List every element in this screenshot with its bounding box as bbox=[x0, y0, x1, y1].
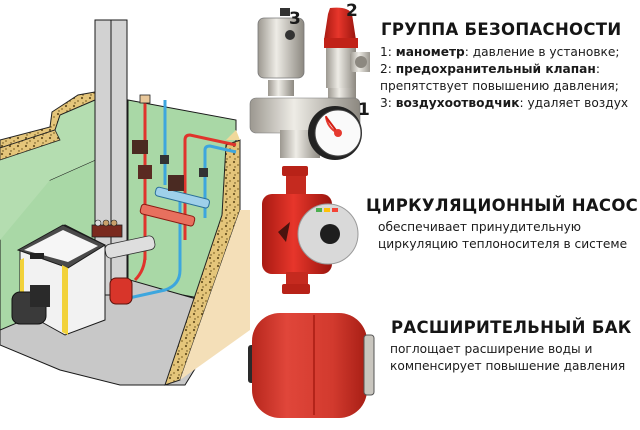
pump-desc-line: циркуляцию теплоносителя в системе bbox=[378, 237, 628, 251]
pump-description: обеспечивает принудительную циркуляцию т… bbox=[378, 219, 638, 253]
expansion-tank-description: поглощает расширение воды и компенсирует… bbox=[390, 341, 632, 375]
expansion-tank-section: РАСШИРИТЕЛЬНЫЙ БАК поглощает расширение … bbox=[390, 318, 632, 375]
safety-group-section: ГРУППА БЕЗОПАСНОСТИ 1: манометр: давлени… bbox=[380, 20, 628, 112]
safety-item-air-vent: 3: воздухоотводчик: удаляет воздух bbox=[380, 96, 629, 110]
expansion-tank-photo bbox=[242, 305, 377, 425]
safety-group-drawing bbox=[249, 7, 370, 160]
boiler-room-illustration bbox=[0, 0, 250, 430]
pump-desc-line: обеспечивает принудительную bbox=[378, 220, 582, 234]
pump-drawing bbox=[262, 166, 359, 294]
label-safety-valve-number: 2 bbox=[346, 1, 358, 21]
label-pressure-gauge-number: 1 bbox=[358, 100, 370, 120]
tank-drawing bbox=[248, 313, 375, 418]
boiler-room-drawing bbox=[0, 19, 250, 386]
safety-group-title: ГРУППА БЕЗОПАСНОСТИ bbox=[381, 20, 622, 39]
safety-item-safety-valve: 2: предохранительный клапан: bbox=[380, 62, 600, 76]
expansion-tank-title: РАСШИРИТЕЛЬНЫЙ БАК bbox=[391, 318, 632, 337]
label-air-vent-number: 3 bbox=[289, 9, 301, 29]
safety-group-list: 1: манометр: давление в установке; 2: пр… bbox=[380, 44, 628, 112]
safety-group-photo: 3 2 1 bbox=[240, 0, 370, 165]
tank-desc-line: поглощает расширение воды и bbox=[390, 342, 593, 356]
circulation-pump-photo bbox=[250, 162, 360, 302]
pump-section: ЦИРКУЛЯЦИОННЫЙ НАСОС обеспечивает принуд… bbox=[366, 196, 638, 253]
tank-desc-line: компенсирует повышение давления bbox=[390, 359, 626, 373]
pump-title: ЦИРКУЛЯЦИОННЫЙ НАСОС bbox=[366, 196, 639, 215]
safety-item-pressure-gauge: 1: манометр: давление в установке; bbox=[380, 45, 620, 59]
safety-item-safety-valve-desc: препятствует повышению давления; bbox=[380, 79, 619, 93]
